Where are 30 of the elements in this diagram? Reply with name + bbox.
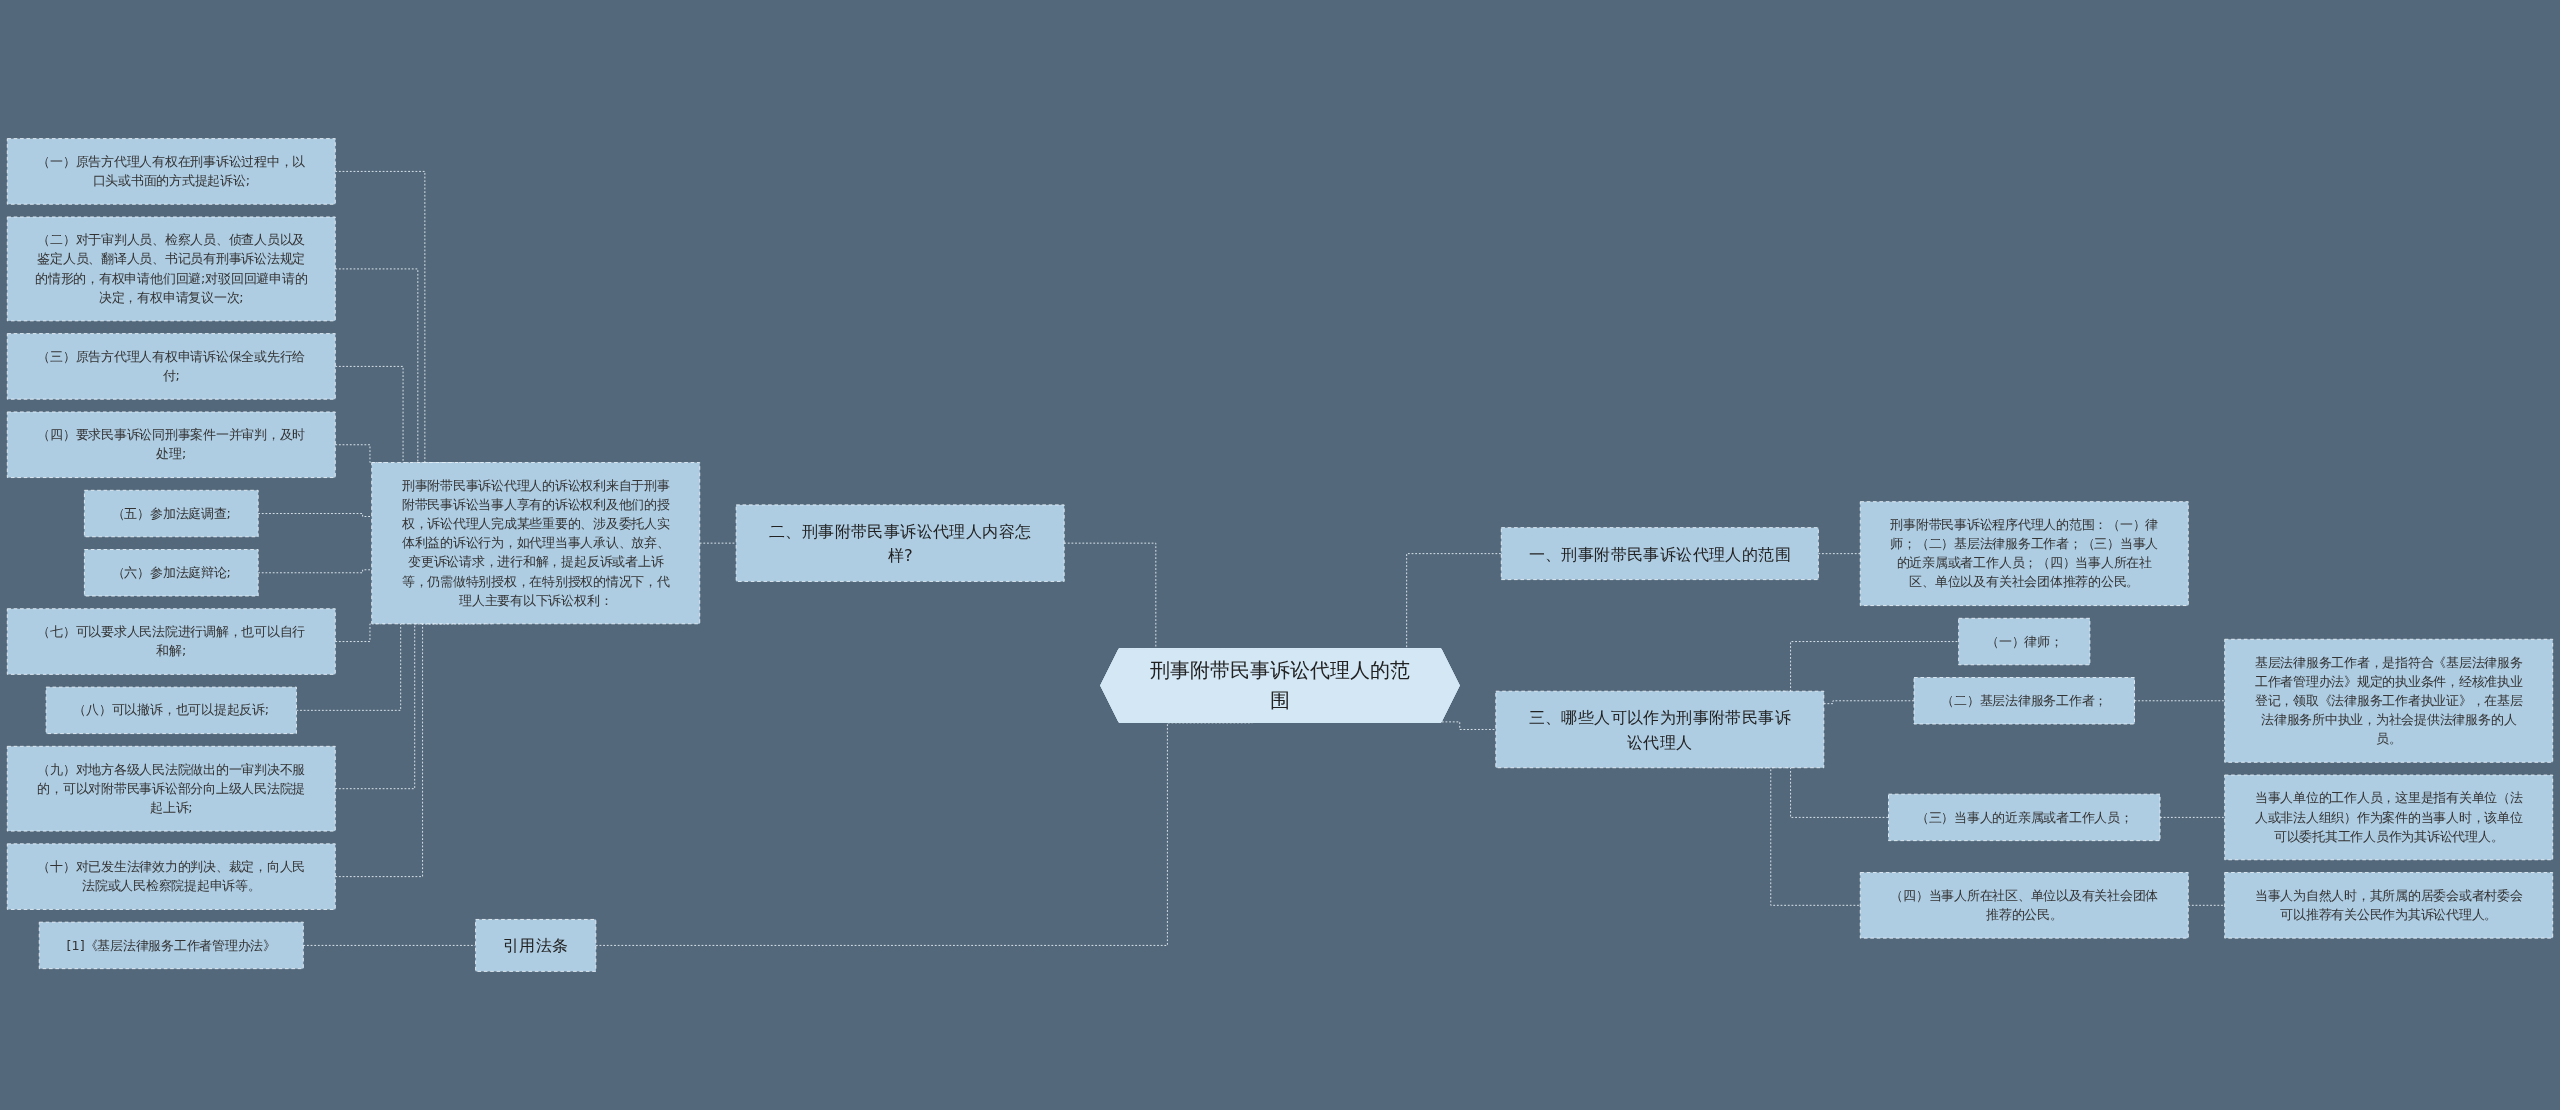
- connector: [699, 542, 737, 544]
- node-box: 基层法律服务工作者，是指符合《基层法律服务工作者管理办法》规定的执业条件，经核准执业登记，领取《法律服务工作者执业证》，在基层法律服务所中执业，为社会提供法律服务的人员。: [2224, 638, 2554, 763]
- node-box: 当事人为自然人时，其所属的居委会或者村委会可以推荐有关公民作为其诉讼代理人。: [2224, 872, 2554, 939]
- node-box: 三、哪些人可以作为刑事附带民事诉讼代理人: [1495, 690, 1825, 769]
- node-box: （二）对于审判人员、检察人员、侦查人员以及鉴定人员、翻译人员、书记员有刑事诉讼法规定的情形的，有权申请他们回避;对驳回回避申请的决定，有权申请复议一次;: [6, 216, 336, 322]
- node-box: （三）当事人的近亲属或者工作人员；: [1888, 793, 2161, 842]
- connector: [2134, 700, 2226, 702]
- node-box: （四）要求民事诉讼同刑事案件一并审判，及时处理;: [6, 411, 336, 478]
- connector: [1823, 700, 1915, 705]
- node-box: 二、刑事附带民事诉讼代理人内容怎样?: [735, 504, 1065, 582]
- node-box: （七）可以要求人民法院进行调解，也可以自行和解;: [6, 608, 336, 675]
- node-box: 当事人单位的工作人员，这里是指有关单位（法人或非法人组织）作为案件的当事人时，该单位可以委托其工作人员作为其诉讼代理人。: [2224, 774, 2554, 861]
- node-box: 刑事附带民事诉讼代理人的诉讼权利来自于刑事附带民事诉讼当事人享有的诉讼权利及他们的授权，诉讼代理人完成某些重要的、涉及委托人实体利益的诉讼行为，如代理当事人承认、放弃、变更诉讼请求，进行和解，提起反诉或者上诉等，仍需做特别授权，在特别授权的情况下，代理人主要有以下诉讼权利：: [371, 462, 701, 625]
- node-box: （八）可以撤诉，也可以提起反诉;: [45, 686, 297, 735]
- node-box: （五）参加法庭调查;: [83, 489, 259, 538]
- node-box: （十）对已发生法律效力的判决、裁定，向人民法院或人民检察院提起申诉等。: [6, 843, 336, 910]
- connector: [1441, 721, 1497, 730]
- node-box: 引用法条: [475, 919, 597, 972]
- node-box: 一、刑事附带民事诉讼代理人的范围: [1500, 527, 1819, 581]
- connector: [2187, 904, 2226, 906]
- node-box: （二）基层法律服务工作者；: [1913, 677, 2135, 725]
- node-box: [1]《基层法律服务工作者管理办法》: [38, 921, 304, 970]
- node-box: （六）参加法庭辩论;: [83, 549, 259, 597]
- node-box: （四）当事人所在社区、单位以及有关社会团体推荐的公民。: [1859, 872, 2189, 939]
- node-box: （九）对地方各级人民法院做出的一审判决不服的，可以对附带民事诉讼部分向上级人民法院提起上诉;: [6, 745, 336, 832]
- node-box: 刑事附带民事诉讼程序代理人的范围：（一）律师；（二）基层法律服务工作者；（三）当事人的近亲属或者工作人员；（四）当事人所在社区、单位以及有关社会团体推荐的公民。: [1859, 501, 2189, 607]
- node-box: （一）原告方代理人有权在刑事诉讼过程中，以口头或书面的方式提起诉讼;: [6, 138, 336, 205]
- node-box: （三）原告方代理人有权申请诉讼保全或先行给付;: [6, 333, 336, 400]
- node-box: （一）律师；: [1958, 617, 2091, 666]
- connector: [1817, 553, 1861, 555]
